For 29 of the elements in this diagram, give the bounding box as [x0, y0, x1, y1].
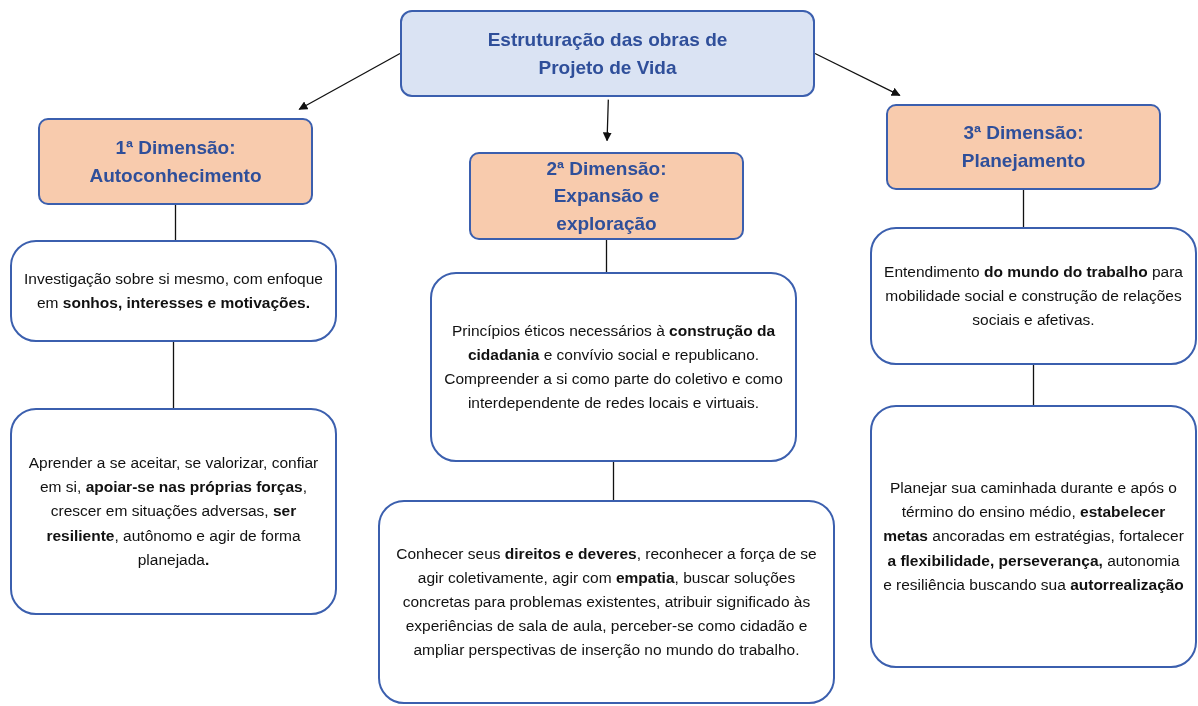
connector-line: [174, 204, 177, 241]
description-text: Investigação sobre si mesmo, com enfoque em sonhos, interesses e motivações.: [23, 269, 324, 313]
heading-text: 1ª Dimensão: Autoconhecimento: [88, 135, 263, 188]
dimension-box: [38, 118, 313, 205]
description-text: Princípios éticos necessários à construção da cidadania e convívio social e republicano. Compreender a si como parte do coletivo e como interdependente de redes locais e virtuais.: [443, 320, 784, 413]
title-box: [400, 10, 815, 97]
connector-line: [612, 461, 615, 501]
description-text: Aprender a se aceitar, se valorizar, confiar em si, apoiar-se nas próprias forças, crescer em situações adversas, ser resiliente, autônomo e agir de forma planejada.: [27, 453, 320, 570]
connector-line: [172, 341, 175, 409]
description-box: [10, 408, 337, 615]
arrow: [814, 52, 901, 97]
description-box: [430, 272, 797, 462]
connector-line: [1032, 364, 1035, 406]
arrow: [602, 98, 612, 142]
heading-text: 3ª Dimensão: Planejamento: [960, 121, 1087, 173]
dimension-box: [469, 152, 744, 240]
description-box: [870, 405, 1197, 668]
heading-text: 2ª Dimensão: Expansão e exploração: [545, 156, 668, 236]
description-text: Conhecer seus direitos e deveres, reconhecer a força de se agir coletivamente, agir com empatia, buscar soluções concretas para problemas existentes, atribuir significado às experiências de sala de aula, perceber-se como cidadão e ampliar perspectivas de inserção no mundo do trabalho.: [395, 543, 818, 660]
heading-text: Estruturação das obras de Projeto de Vida: [486, 27, 729, 80]
description-box: [870, 227, 1197, 365]
description-box: [378, 500, 835, 704]
description-box: [10, 240, 337, 342]
dimension-box: [886, 104, 1161, 190]
connector-line: [1022, 189, 1025, 228]
connector-line: [605, 239, 608, 273]
arrow: [298, 52, 401, 110]
description-text: Entendimento do mundo do trabalho para mobilidade social e construção de relações sociais e afetivas.: [883, 261, 1184, 330]
description-text: Planejar sua caminhada durante e após o término do ensino médio, estabelecer metas ancoradas em estratégias, fortalecer a flexibilidade, perseverança, autonomia e resiliência buscando sua autorrealização: [882, 478, 1185, 595]
